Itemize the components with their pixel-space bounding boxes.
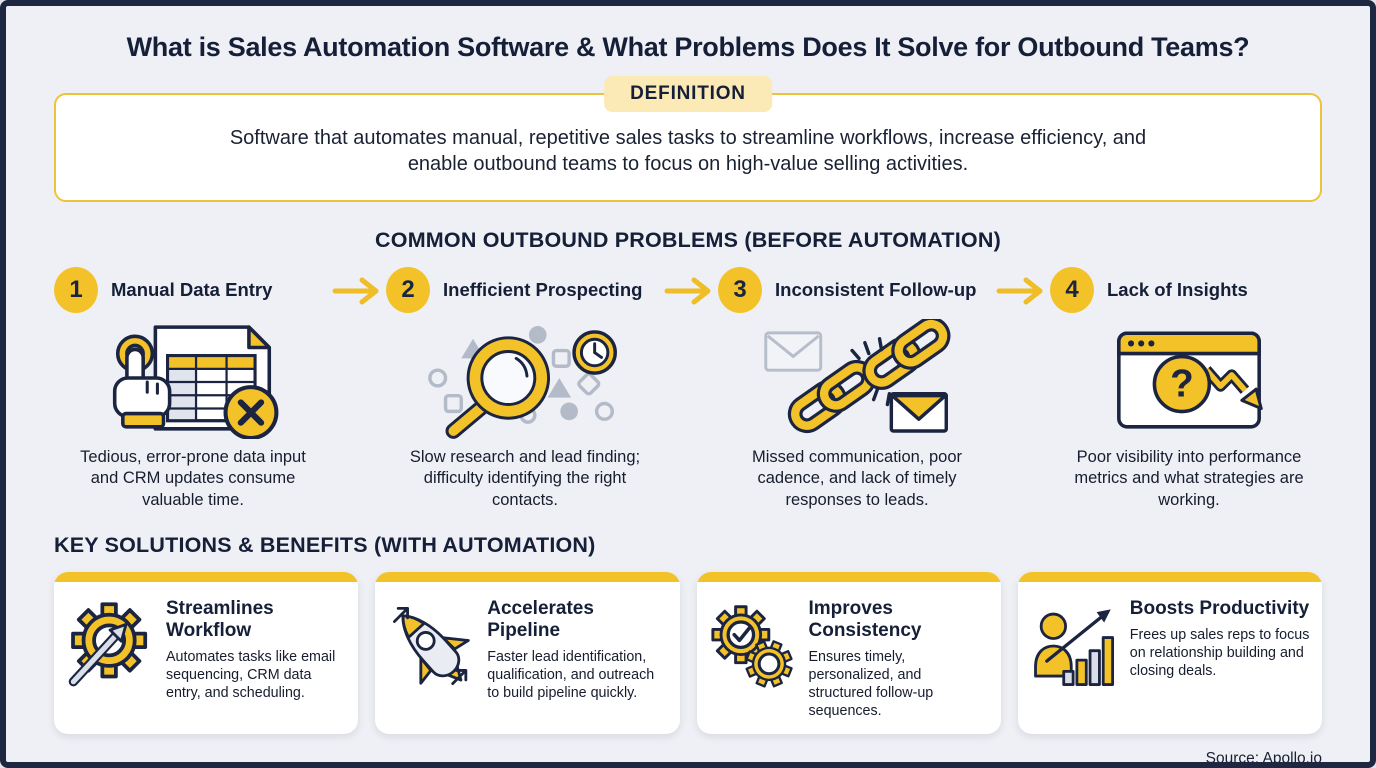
- problem-title: Manual Data Entry: [111, 278, 273, 300]
- card-title: Accelerates Pipeline: [487, 598, 594, 641]
- rocket-icon: [385, 598, 479, 694]
- solutions-heading: KEY SOLUTIONS & BENEFITS (WITH AUTOMATIO…: [54, 533, 596, 558]
- problem-description: Tedious, error-prone data input and CRM …: [80, 447, 306, 509]
- problem-item-inconsistent-follow-up: 3 Inconsistent Follow-up: [718, 266, 996, 511]
- step-number-badge: 3: [718, 266, 762, 313]
- definition-section: DEFINITION Software that automates manua…: [54, 76, 1322, 202]
- step-number-badge: 1: [54, 266, 98, 313]
- card-accent-bar: [1017, 572, 1322, 583]
- person-growth-chart-icon: [1028, 598, 1122, 694]
- card-accent-bar: [54, 572, 359, 583]
- card-title: Boosts Productivity: [1129, 598, 1310, 620]
- problem-title: Inefficient Prospecting: [443, 278, 643, 300]
- declining-insights-icon: ?: [1050, 319, 1328, 439]
- card-body: Boosts Productivity Frees up sales reps …: [1018, 582, 1322, 708]
- card-title: Streamlines Workflow: [166, 598, 274, 641]
- arrow-right-icon: [332, 275, 386, 307]
- problem-description: Slow research and lead finding; difficul…: [409, 447, 641, 509]
- definition-badge: DEFINITION: [604, 76, 772, 112]
- card-body: Improves Consistency Ensures timely, per…: [697, 582, 1001, 734]
- solution-card-streamlines-workflow: Streamlines Workflow Automates tasks lik…: [54, 572, 359, 735]
- page-title: What is Sales Automation Software & What…: [126, 32, 1250, 62]
- arrow-right-icon: [996, 275, 1050, 307]
- source-credit: Source: Apollo.io: [1205, 750, 1322, 768]
- card-description: Frees up sales reps to focus on relation…: [1129, 626, 1310, 680]
- problem-item-manual-data-entry: 1 Manual Data Entry: [54, 266, 332, 511]
- gears-check-icon: [707, 598, 801, 695]
- problem-title: Lack of Insights: [1107, 278, 1248, 300]
- problem-header: 1 Manual Data Entry: [54, 266, 332, 313]
- definition-text: Software that automates manual, repetiti…: [229, 127, 1147, 176]
- problem-description: Missed communication, poor cadence, and …: [751, 447, 962, 509]
- card-description: Automates tasks like email sequencing, C…: [166, 648, 336, 702]
- card-text: Improves Consistency Ensures timely, per…: [809, 594, 989, 720]
- problem-item-lack-of-insights: 4 Lack of Insights ? Poor visibility i: [1050, 266, 1328, 511]
- problems-heading: COMMON OUTBOUND PROBLEMS (BEFORE AUTOMAT…: [375, 227, 1001, 252]
- problem-header: 4 Lack of Insights: [1050, 266, 1328, 313]
- prospecting-search-icon: [386, 319, 664, 439]
- solution-card-boosts-productivity: Boosts Productivity Frees up sales reps …: [1017, 572, 1322, 735]
- card-text: Streamlines Workflow Automates tasks lik…: [166, 594, 346, 702]
- card-description: Ensures timely, personalized, and struct…: [808, 648, 934, 720]
- card-body: Streamlines Workflow Automates tasks lik…: [54, 582, 358, 716]
- card-accent-bar: [375, 572, 680, 583]
- step-number-badge: 4: [1050, 266, 1094, 313]
- card-text: Accelerates Pipeline Faster lead identif…: [487, 594, 667, 702]
- problem-description: Poor visibility into performance metrics…: [1074, 447, 1304, 509]
- problems-row: 1 Manual Data Entry: [54, 266, 1322, 511]
- data-entry-icon: [54, 319, 332, 439]
- problem-header: 2 Inefficient Prospecting: [386, 266, 664, 313]
- problem-title: Inconsistent Follow-up: [775, 278, 977, 300]
- card-accent-bar: [696, 572, 1001, 583]
- solution-card-accelerates-pipeline: Accelerates Pipeline Faster lead identif…: [375, 572, 680, 735]
- card-text: Boosts Productivity Frees up sales reps …: [1130, 594, 1310, 680]
- gear-arrow-icon: [64, 598, 158, 694]
- card-title: Improves Consistency: [808, 598, 922, 641]
- broken-chain-icon: [718, 318, 996, 439]
- solution-card-improves-consistency: Improves Consistency Ensures timely, per…: [696, 572, 1001, 735]
- card-body: Accelerates Pipeline Faster lead identif…: [375, 582, 679, 716]
- problem-item-inefficient-prospecting: 2 Inefficient Prospecting: [386, 266, 664, 511]
- step-number-badge: 2: [386, 266, 430, 313]
- arrow-right-icon: [664, 275, 718, 307]
- card-description: Faster lead identification, qualificatio…: [487, 648, 655, 702]
- svg-text:?: ?: [1170, 362, 1194, 405]
- problem-header: 3 Inconsistent Follow-up: [718, 266, 996, 313]
- solutions-row: Streamlines Workflow Automates tasks lik…: [54, 572, 1322, 735]
